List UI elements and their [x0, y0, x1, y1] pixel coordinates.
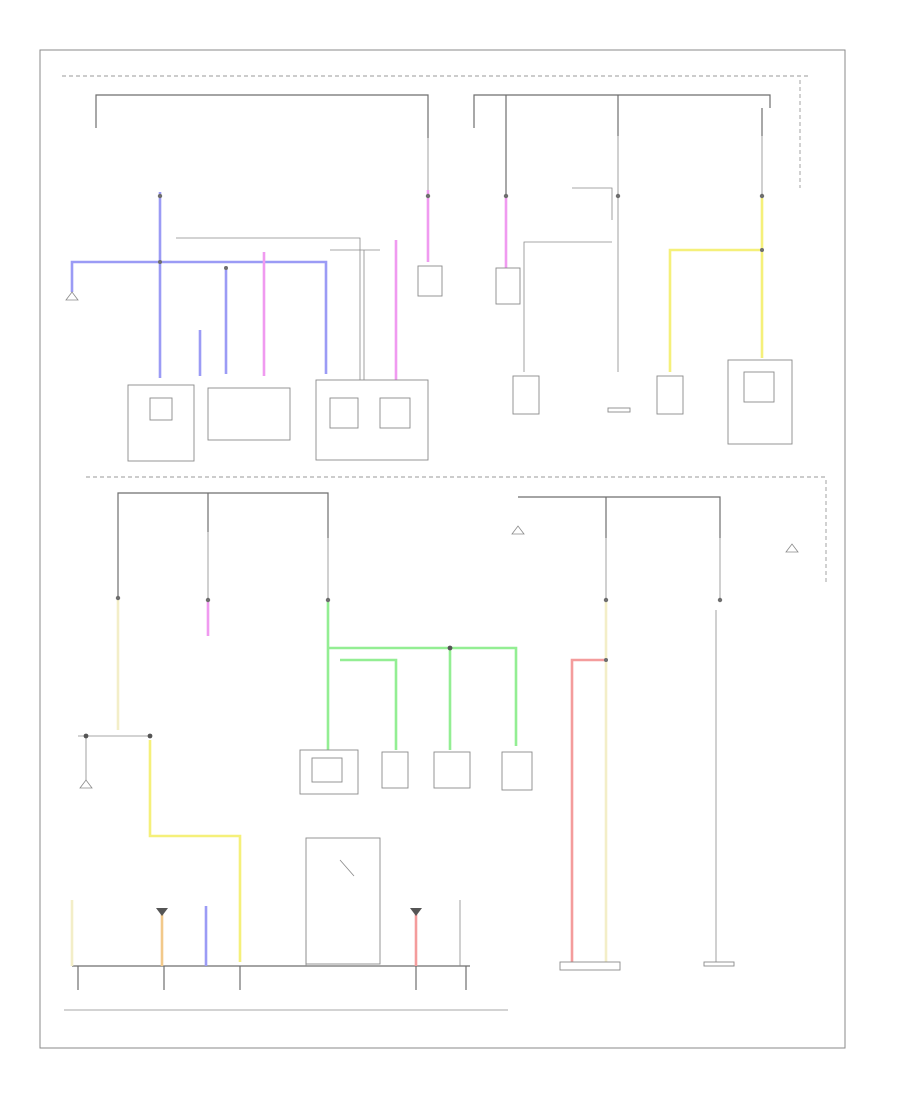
- component-box: [127, 384, 195, 462]
- component-box: [607, 407, 631, 413]
- splice-node: [157, 193, 163, 199]
- component-box: [381, 751, 409, 789]
- component-inner: [743, 371, 775, 403]
- splice-node: [759, 193, 765, 199]
- splice-node: [604, 658, 608, 662]
- green-wire-bus: [328, 646, 518, 746]
- ground-symbol-icon: [511, 525, 525, 535]
- yellow-wire-main: [668, 198, 764, 372]
- yellow-wire-lower: [148, 740, 242, 962]
- bottom-left-bus: [117, 492, 329, 598]
- splice-node: [325, 597, 331, 603]
- component-box: [207, 387, 291, 441]
- gray-wire-down: [523, 241, 612, 372]
- component-inner: [149, 397, 173, 421]
- blue-wire-main: [70, 192, 162, 292]
- diagram-frame: [39, 49, 846, 1049]
- component-box: [495, 267, 521, 305]
- red-wire-right: [570, 658, 606, 962]
- component-inner: [311, 757, 343, 783]
- green-wire-b: [340, 658, 398, 750]
- splice-node: [425, 193, 431, 199]
- splice-node: [717, 597, 723, 603]
- splice-node: [158, 260, 162, 264]
- component-box: [501, 751, 533, 791]
- component-box: [417, 265, 443, 297]
- splice-node: [224, 266, 228, 270]
- connector-icon: [156, 908, 168, 916]
- splice-node: [447, 645, 453, 651]
- splice-node: [147, 733, 153, 739]
- bottom-right-bus: [518, 496, 721, 506]
- switch-contact: [339, 859, 355, 877]
- splice-node: [205, 597, 211, 603]
- connector-icon: [410, 908, 422, 916]
- ground-symbol-icon: [785, 543, 799, 553]
- splice-node: [503, 193, 509, 199]
- component-inner: [379, 397, 411, 429]
- splice-node: [83, 733, 89, 739]
- component-box: [559, 961, 621, 971]
- top-right-bus: [473, 94, 771, 128]
- component-inner: [329, 397, 359, 429]
- component-box: [703, 961, 735, 967]
- gray-wire-top: [176, 237, 361, 380]
- component-box: [305, 837, 381, 965]
- splice-node: [615, 193, 621, 199]
- splice-node: [760, 248, 764, 252]
- ground-symbol-icon: [65, 291, 79, 301]
- ground-symbol-icon: [79, 779, 93, 789]
- top-left-bus: [95, 94, 429, 128]
- splice-node: [115, 595, 121, 601]
- gray-wire-switch: [572, 187, 613, 220]
- splice-node: [603, 597, 609, 603]
- component-box: [512, 375, 540, 415]
- component-box: [656, 375, 684, 415]
- blue-wire-branch: [160, 260, 328, 374]
- component-box: [433, 751, 471, 789]
